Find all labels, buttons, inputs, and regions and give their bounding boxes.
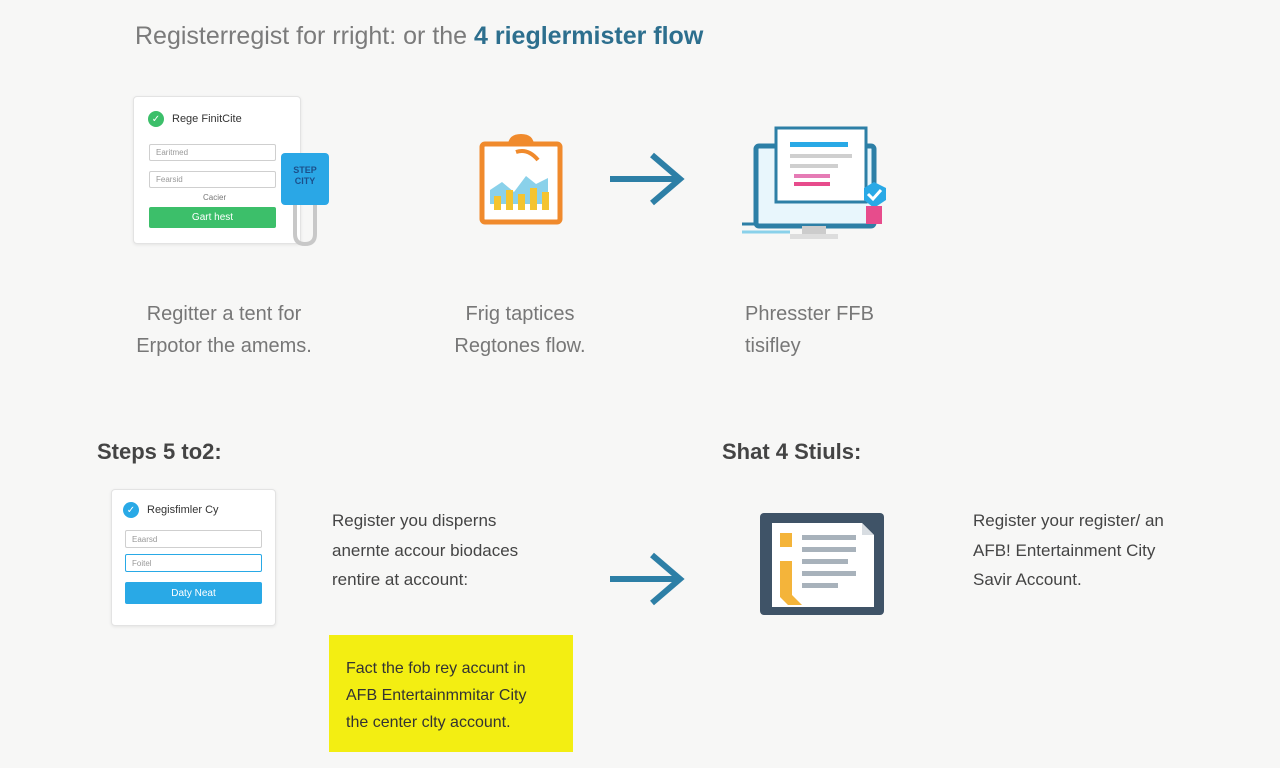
arrow-right-icon — [610, 552, 685, 606]
step-tag: STEP CITY — [281, 153, 329, 205]
highlight-note: Fact the fob rey accunt in AFB Entertain… — [329, 635, 573, 752]
middle-description: Register you disperns anernte accour bio… — [332, 511, 519, 589]
daily-next-button[interactable]: Daty Neat — [125, 582, 262, 604]
section-heading-left: Steps 5 to2: — [97, 439, 222, 464]
name-field[interactable]: Earitmed — [149, 144, 276, 161]
arrow-right-icon — [610, 152, 685, 206]
register-form-card: ✓ Rege FinitCite Earitmed Fearsid Cacier… — [133, 96, 301, 244]
page-title: Registerregist for rright: or the 4 rieg… — [135, 22, 704, 50]
section-heading-right: Shat 4 Stiuls: — [722, 439, 862, 464]
monitor-document-icon — [742, 126, 886, 239]
document-icon — [760, 513, 884, 615]
password-field[interactable]: Foitel — [125, 554, 262, 572]
form-small-label: Cacier — [203, 193, 227, 202]
form-header: Regisfimler Cy — [147, 504, 219, 516]
clip-icon — [293, 200, 317, 247]
password-field[interactable]: Fearsid — [149, 171, 276, 188]
right-description: Register your register/ an AFB! Entertai… — [973, 511, 1164, 589]
clipboard-chart-icon — [479, 134, 563, 225]
check-circle-icon: ✓ — [123, 502, 139, 518]
check-circle-icon: ✓ — [148, 111, 164, 127]
get-started-button[interactable]: Gart hest — [149, 207, 276, 228]
name-field[interactable]: Eaarsd — [125, 530, 262, 548]
register-form-card-small: ✓ Regisfimler Cy Eaarsd Foitel Daty Neat — [111, 489, 276, 626]
form-header: Rege FinitCite — [172, 113, 242, 125]
